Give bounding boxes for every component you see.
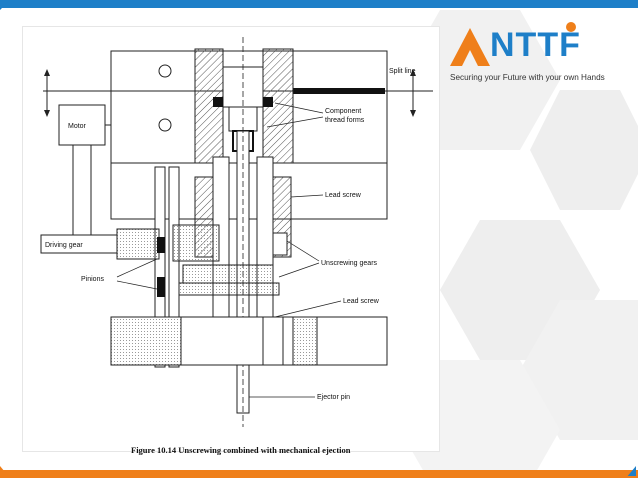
logo-mark-icon xyxy=(450,28,490,66)
corner-top-left-icon xyxy=(0,0,10,10)
figure-panel: Split line Motor Component thread forms … xyxy=(22,26,440,455)
figure-caption: Figure 10.14 Unscrewing combined with me… xyxy=(131,445,351,455)
label-unscrewing-gears: Unscrewing gears xyxy=(321,260,378,267)
label-split-line: Split line xyxy=(389,68,416,75)
corner-bottom-right-icon xyxy=(627,466,636,476)
logo-dot-icon xyxy=(566,22,576,32)
label-lead-screw-bottom: Lead screw xyxy=(343,298,380,305)
label-driving-gear: Driving gear xyxy=(45,242,83,249)
logo-tagline: Securing your Future with your own Hands xyxy=(450,73,605,82)
logo-text: NTTF xyxy=(490,26,581,64)
label-component: Component xyxy=(325,108,361,115)
label-thread-forms: thread forms xyxy=(325,117,365,124)
corner-bottom-left-icon xyxy=(0,466,9,476)
label-ejector-pin: Ejector pin xyxy=(317,394,350,401)
label-motor: Motor xyxy=(68,123,87,130)
bottom-accent-bar xyxy=(0,470,638,478)
label-pinions: Pinions xyxy=(81,276,104,283)
mould-diagram: Split line Motor Component thread forms … xyxy=(40,37,433,427)
label-lead-screw-top: Lead screw xyxy=(325,192,362,199)
top-accent-bar xyxy=(0,0,638,8)
nttf-logo: NTTF xyxy=(446,20,626,90)
